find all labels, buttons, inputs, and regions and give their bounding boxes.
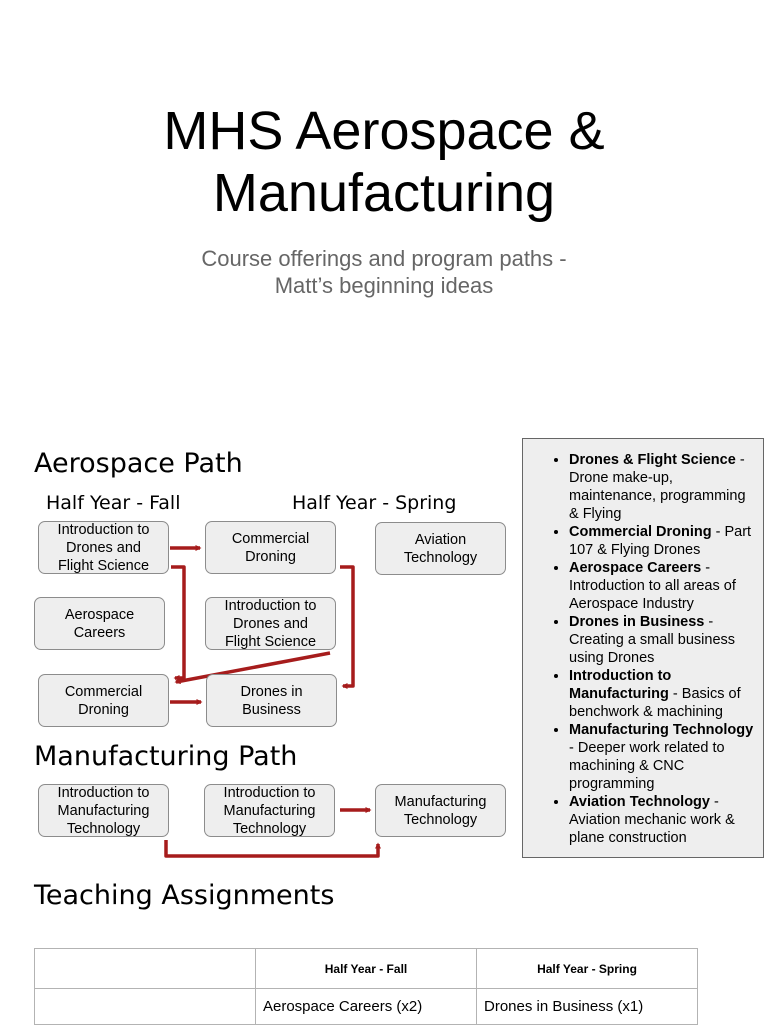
table-header-row: Half Year - Fall Half Year - Spring [34, 948, 698, 989]
teaching-assignments-heading: Teaching Assignments [34, 880, 335, 911]
legend-item: Manufacturing Technology - Deeper work r… [569, 721, 755, 793]
table-header-cell: Half Year - Fall [255, 948, 477, 989]
legend-item: Introduction to Manufacturing - Basics o… [569, 667, 755, 721]
table-cell: Aerospace Careers (x2) [255, 988, 477, 1025]
legend-item: Drones in Business - Creating a small bu… [569, 613, 755, 667]
aerospace-path-heading: Aerospace Path [34, 448, 243, 479]
page-title: MHS Aerospace & Manufacturing [0, 100, 768, 224]
node-aerospace-careers: Aerospace Careers [34, 597, 165, 650]
title-line-1: MHS Aerospace & [163, 101, 605, 161]
teaching-assignments-table: Half Year - Fall Half Year - Spring Aero… [34, 948, 698, 1025]
table-cell [34, 988, 256, 1025]
table-cell: Drones in Business (x1) [476, 988, 698, 1025]
arrow-intro-down-to-commercial [171, 565, 186, 681]
table-header-cell: Half Year - Spring [476, 948, 698, 989]
node-manufacturing-technology: Manufacturing Technology [375, 784, 506, 837]
arrow-commercial-down-to-business [340, 565, 355, 689]
arrow-intro-mfg-fall-to-mfg-tech [164, 840, 381, 858]
subtitle-line-1: Course offerings and program paths - [201, 246, 567, 271]
node-intro-manufacturing-fall: Introduction to Manufacturing Technology [38, 784, 169, 837]
legend-item: Commercial Droning - Part 107 & Flying D… [569, 523, 755, 559]
node-drones-in-business: Drones in Business [206, 674, 337, 727]
legend-item: Aerospace Careers - Introduction to all … [569, 559, 755, 613]
subtitle-line-2: Matt’s beginning ideas [274, 273, 494, 298]
title-line-2: Manufacturing [212, 163, 556, 223]
legend-item: Aviation Technology - Aviation mechanic … [569, 793, 755, 847]
node-intro-drones-spring: Introduction to Drones and Flight Scienc… [205, 597, 336, 650]
node-intro-drones-fall: Introduction to Drones and Flight Scienc… [38, 521, 169, 574]
spring-column-label: Half Year - Spring [292, 492, 457, 514]
table-header-cell [34, 948, 256, 989]
node-commercial-droning-fall: Commercial Droning [38, 674, 169, 727]
manufacturing-path-heading: Manufacturing Path [34, 741, 298, 772]
course-descriptions-list: Drones & Flight Science - Drone make-up,… [523, 439, 763, 847]
course-descriptions-box: Drones & Flight Science - Drone make-up,… [522, 438, 764, 858]
page-subtitle: Course offerings and program paths - Mat… [0, 245, 768, 299]
fall-column-label: Half Year - Fall [46, 492, 181, 514]
legend-item: Drones & Flight Science - Drone make-up,… [569, 451, 755, 523]
table-row: Aerospace Careers (x2) Drones in Busines… [34, 988, 698, 1025]
node-intro-manufacturing-spring: Introduction to Manufacturing Technology [204, 784, 335, 837]
node-aviation-technology: Aviation Technology [375, 522, 506, 575]
node-commercial-droning-spring: Commercial Droning [205, 521, 336, 574]
